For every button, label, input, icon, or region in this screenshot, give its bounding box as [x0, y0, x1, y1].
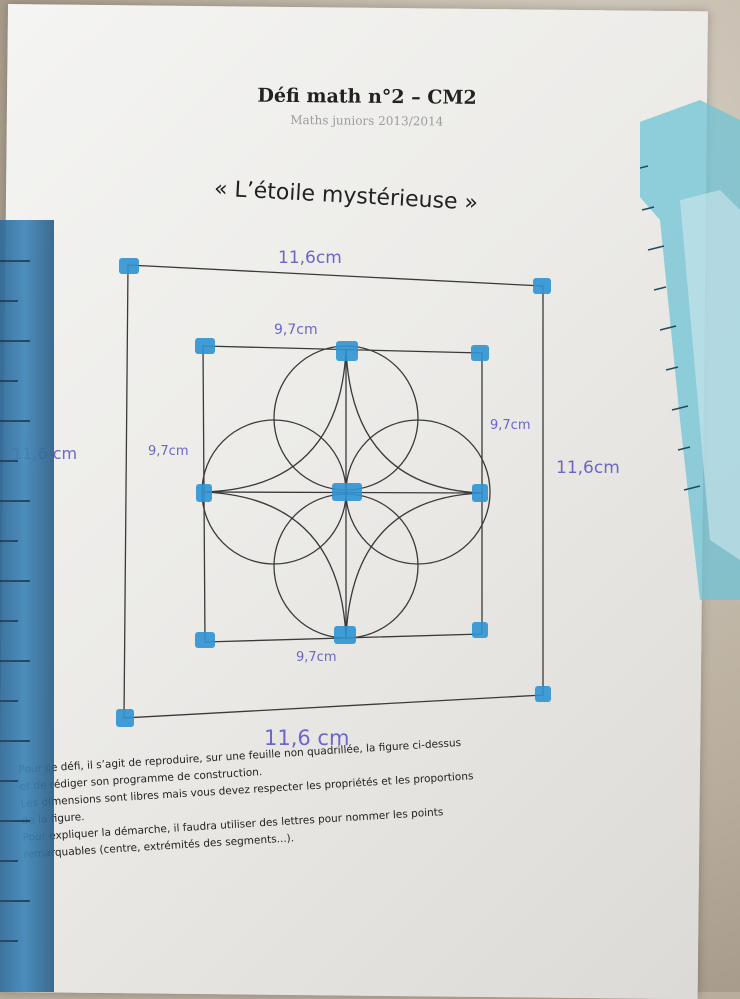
- ruler-tick: [0, 340, 30, 342]
- marker-outer-tr: [533, 278, 551, 294]
- ruler-tick: [0, 780, 18, 782]
- set-square: [640, 100, 740, 600]
- marker-inner-tl: [195, 338, 215, 354]
- ruler-tick: [0, 740, 30, 742]
- marker-inner-br: [472, 622, 488, 638]
- marker-outer-br: [535, 686, 551, 702]
- label-outer-bottom: 11,6 cm: [264, 726, 350, 750]
- ruler-tick: [0, 660, 30, 662]
- ruler-tick: [0, 580, 30, 582]
- marker-outer-bl: [116, 709, 134, 727]
- star-arc-ne: [345, 348, 483, 494]
- ruler-tick: [0, 260, 30, 262]
- ruler-tick: [0, 940, 18, 942]
- ruler-tick: [0, 540, 18, 542]
- star-arc-se: [345, 492, 483, 639]
- label-inner-bottom: 9,7cm: [296, 650, 337, 665]
- star-arc-nw: [203, 348, 347, 493]
- blue-ruler: [0, 220, 54, 992]
- label-inner-top: 9,7cm: [274, 322, 318, 338]
- ruler-tick: [0, 420, 30, 422]
- ruler-tick: [0, 700, 18, 702]
- marker-outer-tl: [119, 258, 139, 274]
- ruler-tick: [0, 300, 18, 302]
- marker-inner-bm: [334, 626, 356, 644]
- ruler-tick: [0, 500, 30, 502]
- star-arc-sw: [203, 491, 347, 639]
- marker-inner-ml: [196, 484, 212, 502]
- ruler-tick: [0, 820, 30, 822]
- label-outer-top: 11,6cm: [278, 248, 342, 268]
- ruler-tick: [0, 620, 18, 622]
- marker-inner-tm: [336, 341, 358, 361]
- label-outer-right: 11,6cm: [556, 458, 620, 478]
- marker-inner-mr: [472, 484, 488, 502]
- marker-center: [332, 483, 362, 501]
- marker-inner-bl: [195, 632, 215, 648]
- ruler-tick: [0, 460, 18, 462]
- label-inner-right: 9,7cm: [490, 418, 531, 433]
- ruler-tick: [0, 860, 18, 862]
- label-inner-left: 9,7cm: [148, 444, 189, 459]
- ruler-tick: [0, 900, 30, 902]
- marker-inner-tr: [471, 345, 489, 361]
- ruler-tick: [0, 380, 18, 382]
